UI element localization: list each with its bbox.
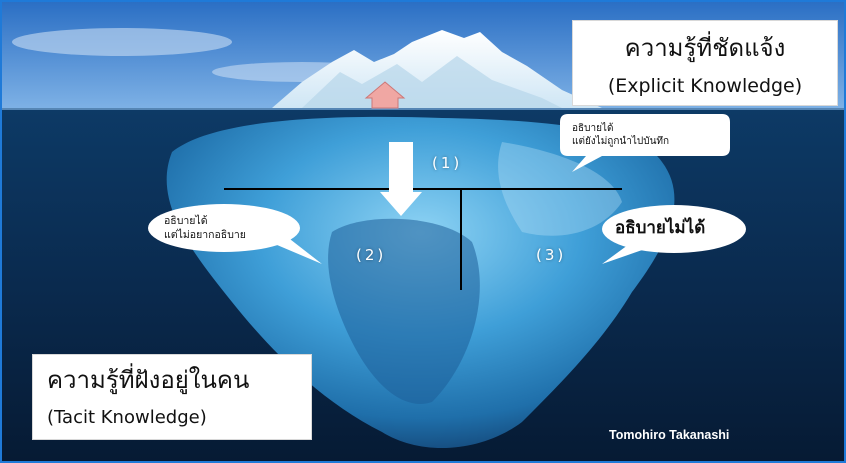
speech-bubble-right <box>602 205 746 253</box>
zone-label-1: (1) <box>432 154 463 172</box>
iceberg-tip-shade <box>302 56 562 108</box>
up-arrow-icon <box>364 81 406 109</box>
tacit-knowledge-thai: ความรู้ที่ฝังอยู่ในคน <box>47 366 250 394</box>
bubble-top-right-text: อธิบายได้ แต่ยังไม่ถูกนำไปบันทึก <box>572 122 669 148</box>
zone-label-3: (3) <box>536 246 567 264</box>
speech-bubble-left-tail <box>270 236 322 264</box>
iceberg-core <box>328 218 480 404</box>
explicit-knowledge-english: (Explicit Knowledge) <box>607 75 803 97</box>
bubble-left-line2: แต่ไม่อยากอธิบาย <box>164 229 246 241</box>
speech-bubble-left <box>148 204 300 252</box>
bubble-left-text: อธิบายได้ แต่ไม่อยากอธิบาย <box>164 214 246 242</box>
tacit-knowledge-english: (Tacit Knowledge) <box>47 407 207 428</box>
zone-label-2: (2) <box>356 246 387 264</box>
speech-bubble-top-right <box>560 114 730 172</box>
speech-bubble-right-tail <box>602 242 648 264</box>
bubble-right-text: อธิบายไม่ได้ <box>615 218 706 238</box>
author-credit: Tomohiro Takanashi <box>609 428 730 442</box>
explicit-knowledge-thai: ความรู้ที่ชัดแจ้ง <box>624 34 786 62</box>
explicit-knowledge-box: ความรู้ที่ชัดแจ้ง (Explicit Knowledge) <box>572 20 838 106</box>
tacit-knowledge-box: ความรู้ที่ฝังอยู่ในคน (Tacit Knowledge) <box>32 354 312 440</box>
bubble-top-right-line1: อธิบายได้ <box>572 123 614 134</box>
bubble-top-right-line2: แต่ยังไม่ถูกนำไปบันทึก <box>572 136 670 147</box>
cloud <box>12 28 232 56</box>
bubble-left-line1: อธิบายได้ <box>164 215 208 227</box>
down-arrow-icon <box>380 142 422 216</box>
